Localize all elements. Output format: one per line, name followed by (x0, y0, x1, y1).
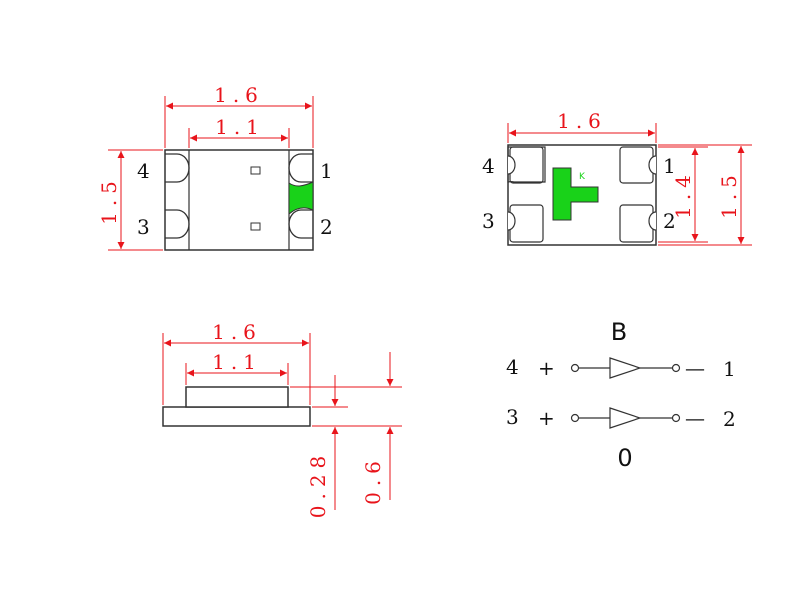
dim-bottom-inner-height: 1.4 (671, 169, 695, 219)
dim-bottom-width: 1.6 (557, 109, 607, 133)
bottom-view-pin-1: 1 (663, 154, 676, 178)
top-view-pin-1: 1 (320, 159, 333, 183)
dim-side-base-height: 0.28 (306, 450, 330, 519)
side-view-lens (185, 386, 289, 408)
dim-top-height: 1.5 (97, 175, 121, 225)
bottom-view-pin-2: 2 (663, 209, 676, 233)
dim-top-width-inner: 1.1 (215, 115, 265, 139)
bottom-view-pin-4: 4 (482, 154, 495, 178)
top-view-body (164, 149, 314, 251)
circuit-row2-triangle (609, 407, 642, 429)
top-view-castellation-4 (165, 153, 190, 183)
dim-side-total-height: 0.6 (361, 455, 385, 505)
circuit-row2-right-sign: — (685, 406, 705, 430)
circuit-row1-left-pin: 4 (506, 355, 519, 379)
bottom-view-pin-3: 3 (482, 209, 495, 233)
bottom-view: K 1.6 1.4 1.5 4 3 1 2 (482, 109, 752, 246)
top-view-castellation-1 (288, 153, 313, 183)
cathode-label: K (579, 172, 586, 182)
dim-bottom-outer-height: 1.5 (717, 169, 741, 219)
circuit-row1-triangle (609, 357, 642, 379)
top-view-pin-4: 4 (137, 159, 150, 183)
cathode-t-marker (552, 167, 599, 221)
side-view-base (162, 406, 311, 427)
chip-pad-upper (250, 166, 261, 175)
top-view-pin-3: 3 (137, 215, 150, 239)
top-view-castellation-2 (288, 209, 313, 239)
circuit-top-label: B (611, 318, 627, 346)
polarity-marker (288, 181, 314, 216)
circuit-row2-left-pin: 3 (506, 405, 519, 429)
side-view: 1.6 1.1 0.28 0.6 (162, 320, 402, 519)
circuit-row1-right-pin: 1 (723, 357, 736, 381)
circuit-diagram: B 4 + — 1 3 + — 2 0 (506, 318, 736, 472)
circuit-row1-left-sign: + (538, 356, 555, 380)
chip-pad-lower (250, 222, 261, 231)
circuit-row2-right-pin: 2 (723, 407, 736, 431)
circuit-row1-right-sign: — (685, 356, 705, 380)
circuit-row2-left-sign: + (538, 406, 555, 430)
top-view-castellation-3 (165, 209, 190, 239)
circuit-bottom-label: 0 (617, 444, 632, 472)
top-view: 1.6 1.1 1.5 4 3 1 2 (97, 83, 333, 251)
dim-top-width-outer: 1.6 (214, 83, 264, 107)
dim-side-width-inner: 1.1 (212, 350, 262, 374)
dim-side-width-outer: 1.6 (212, 320, 262, 344)
top-view-pin-2: 2 (320, 215, 333, 239)
